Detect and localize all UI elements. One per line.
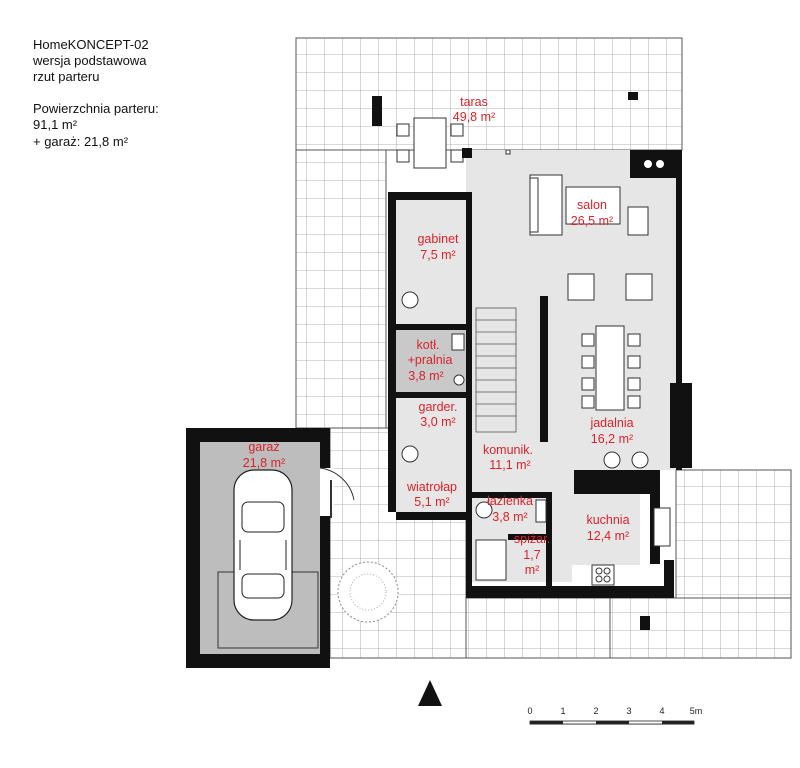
scale-tick-3: 3	[626, 706, 631, 716]
label-kotl-line2: +pralnia	[408, 353, 453, 367]
label-spizar-name: spiżar.	[514, 532, 550, 546]
salon-furniture	[505, 149, 653, 301]
label-spizar-area1: 1,7	[523, 548, 540, 562]
garage-area: + garaż: 21,8 m²	[33, 134, 129, 149]
area-value: 91,1 m²	[33, 117, 78, 132]
label-kuchnia-name: kuchnia	[586, 513, 629, 527]
scale-tick-5: 5m	[690, 706, 703, 716]
label-garder-area: 3,0 m²	[420, 415, 455, 429]
scale-tick-0: 0	[527, 706, 532, 716]
label-garder-name: garder.	[419, 400, 458, 414]
staircase	[475, 307, 517, 433]
label-jadalnia-area: 16,2 m²	[591, 432, 633, 446]
terrace-table	[396, 117, 464, 169]
label-taras-name: taras	[460, 95, 488, 109]
bathroom-fixtures	[401, 291, 547, 581]
north-arrow-icon	[418, 680, 442, 706]
kitchen-fixtures	[591, 507, 671, 586]
label-gabinet-name: gabinet	[417, 232, 459, 246]
scale-bar: 0 1 2 3 4 5m	[527, 706, 703, 725]
tree-icon	[337, 561, 399, 623]
label-kotl-line1: kotł.	[417, 338, 440, 352]
stove-icon	[644, 160, 664, 168]
label-spizar-area2: m²	[525, 563, 540, 577]
label-taras-area: 49,8 m²	[453, 110, 495, 124]
label-gabinet-area: 7,5 m²	[420, 248, 455, 262]
label-komunik-name: komunik.	[483, 443, 533, 457]
scale-tick-4: 4	[659, 706, 664, 716]
dining-set	[581, 325, 649, 469]
plan-title: HomeKONCEPT-02	[33, 37, 149, 52]
label-wiatrolap-area: 5,1 m²	[414, 495, 449, 509]
label-lazienka-area: 3,8 m²	[492, 510, 527, 524]
label-salon-name: salon	[577, 198, 607, 212]
label-salon-area: 26,5 m²	[571, 214, 613, 228]
label-kotl-area: 3,8 m²	[408, 369, 443, 383]
label-jadalnia-name: jadalnia	[589, 416, 633, 430]
label-wiatrolap-name: wiatrołap	[406, 480, 457, 494]
label-lazienka-name: łazienka	[487, 494, 533, 508]
terrace-paving	[295, 37, 792, 659]
label-garaz-name: garaż	[248, 440, 279, 454]
scale-tick-2: 2	[593, 706, 598, 716]
label-kuchnia-area: 12,4 m²	[587, 529, 629, 543]
car-icon	[233, 469, 293, 621]
label-komunik-area: 11,1 m²	[489, 458, 530, 472]
scale-tick-1: 1	[560, 706, 565, 716]
area-label: Powierzchnia parteru:	[33, 101, 159, 116]
plan-subtitle-2: rzut parteru	[33, 69, 100, 84]
label-garaz-area: 21,8 m²	[243, 456, 285, 470]
room-labels: taras 49,8 m² salon 26,5 m² gabinet 7,5 …	[243, 95, 634, 577]
plan-subtitle-1: wersja podstawowa	[33, 53, 147, 68]
